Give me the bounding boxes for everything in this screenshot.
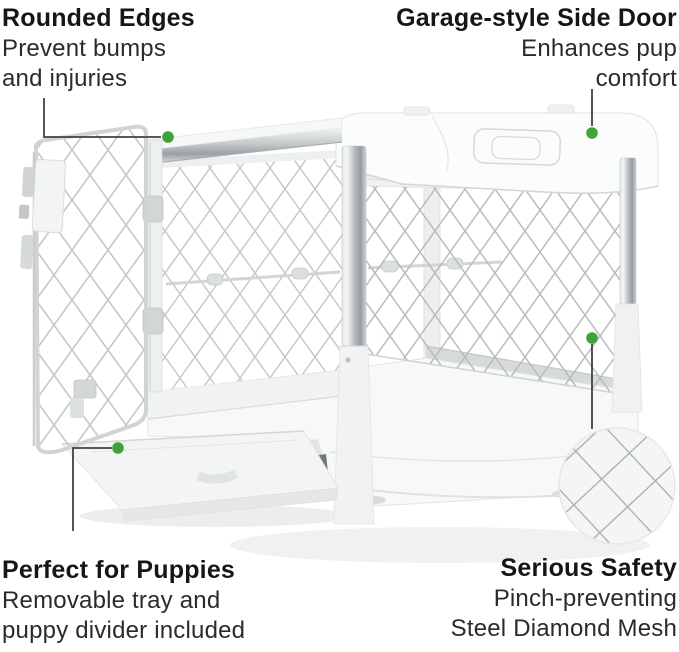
front-corner-post bbox=[333, 145, 375, 525]
crate-roof bbox=[335, 104, 659, 194]
door-latch bbox=[18, 159, 67, 270]
callout-title: Perfect for Puppies bbox=[2, 556, 236, 584]
callout-line: Prevent bumps bbox=[2, 35, 167, 62]
leader-tray bbox=[72, 447, 112, 531]
callout-line: comfort bbox=[595, 65, 677, 92]
mesh-marker bbox=[586, 332, 598, 344]
tray-handle-notch bbox=[196, 470, 238, 484]
callout-line: and injuries bbox=[2, 65, 128, 92]
roof-handle-outline bbox=[473, 128, 561, 166]
callout-line: puppy divider included bbox=[2, 617, 246, 644]
callout-rounded-edges: Rounded Edges Prevent bumps and injuries bbox=[2, 3, 302, 94]
callout-line: Enhances pup bbox=[521, 35, 677, 62]
callout-title: Rounded Edges bbox=[2, 4, 195, 32]
open-front-door bbox=[18, 124, 148, 455]
tray-marker bbox=[112, 442, 124, 454]
mesh-detail-magnifier bbox=[558, 427, 676, 545]
callout-title: Serious Safety bbox=[500, 554, 677, 582]
callout-line: Removable tray and bbox=[2, 587, 221, 614]
callout-title: Garage-style Side Door bbox=[396, 4, 677, 32]
leader-rounded-edges bbox=[43, 98, 161, 138]
removable-tray bbox=[61, 430, 339, 522]
callout-side-door: Garage-style Side Door Enhances pup comf… bbox=[347, 3, 677, 94]
feature-markers bbox=[112, 127, 598, 454]
callout-safety: Serious Safety Pinch-preventing Steel Di… bbox=[377, 553, 677, 644]
leader-lines bbox=[43, 89, 593, 531]
callout-puppies: Perfect for Puppies Removable tray and p… bbox=[2, 555, 332, 646]
callout-line: Steel Diamond Mesh bbox=[450, 615, 677, 642]
right-corner-post bbox=[611, 157, 643, 413]
rounded-edge-marker bbox=[162, 131, 174, 143]
side-door-marker bbox=[586, 127, 598, 139]
callout-line: Pinch-preventing bbox=[493, 585, 677, 612]
